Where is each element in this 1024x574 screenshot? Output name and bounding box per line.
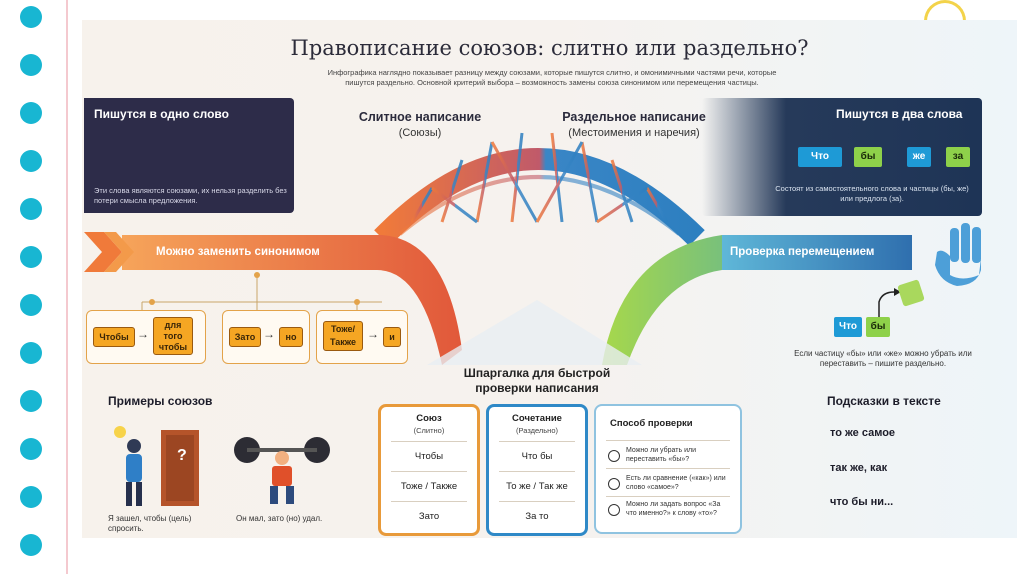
hint-item: то же самое <box>830 427 896 439</box>
synonym-from: Тоже/ Также <box>323 321 363 351</box>
panel-two-words-description: Состоят из самостоятельного слова и част… <box>775 184 969 203</box>
word-tile: бы <box>854 147 882 167</box>
svg-text:?: ? <box>177 447 187 464</box>
bridge-arch <box>374 148 705 246</box>
infographic: ? Правописание союзов: слитно или раздел… <box>82 20 1017 538</box>
left-column-subtitle: (Союзы) <box>398 127 442 139</box>
right-column-subtitle: (Местоимения и наречия) <box>568 127 700 139</box>
panel-one-word-description: Эти слова являются союзами, их нельзя ра… <box>94 186 287 205</box>
ribbon-movement-label: Проверка перемещением <box>730 246 875 258</box>
example-one: Я зашел, чтобы (цель) спросить. <box>108 514 192 533</box>
panel-two-words: Пишутся в два слова Что бы же за Состоят… <box>702 98 982 216</box>
word-tile: Что <box>798 147 842 167</box>
synonym-box: Зато → но <box>222 310 310 364</box>
cheat-cell: За то <box>525 511 549 522</box>
cheat-column-joined: Союз (Слитно) Чтобы Тоже / Также Зато <box>378 404 480 536</box>
cheat-cell: То же / Так же <box>506 481 568 492</box>
cheat-cell: Тоже / Также <box>400 481 458 492</box>
synonym-box: Тоже/ Также → и <box>316 310 408 364</box>
arrow-right-icon: → <box>137 327 149 341</box>
movement-word: Что <box>834 317 862 337</box>
panel-one-word-heading: Пишутся в одно слово <box>94 107 229 121</box>
hints-heading: Подсказки в тексте <box>827 394 941 408</box>
cheat-column-method: Способ проверки Можно ли убрать или пере… <box>594 404 742 534</box>
binder-dots <box>20 6 44 566</box>
person-door-illustration: ? <box>114 426 199 506</box>
arrow-right-icon: → <box>367 327 379 341</box>
bridge-graphic: ? <box>84 130 981 506</box>
arrow-right-icon: → <box>263 327 275 341</box>
check-method: Можно ли убрать или переставить «бы»? <box>626 447 696 463</box>
left-ribbon <box>122 235 462 365</box>
word-tile: за <box>946 147 970 167</box>
synonym-box: Чтобы → для того чтобы <box>86 310 206 364</box>
left-column-title: Слитное написание <box>358 110 482 124</box>
margin-line <box>66 0 68 574</box>
check-icon <box>608 478 620 490</box>
check-icon <box>608 450 620 462</box>
hint-item: так же, как <box>830 462 888 474</box>
check-icon <box>608 504 620 516</box>
page-title: Правописание союзов: слитно или раздельн… <box>290 36 809 60</box>
word-tile: же <box>907 147 931 167</box>
right-column-title: Раздельное написание <box>562 110 706 124</box>
cheat-cell: Зато <box>418 511 440 522</box>
movement-caption: Если частицу «бы» или «же» можно убрать … <box>794 349 972 368</box>
synonym-from: Чтобы <box>93 327 135 347</box>
cheat-column-separate: Сочетание (Раздельно) Что бы То же / Так… <box>486 404 588 536</box>
synonym-to: но <box>279 327 303 347</box>
synonym-to: и <box>383 327 401 347</box>
cheat-sheet-title: Шпаргалка для быстрой проверки написания <box>463 366 611 395</box>
synonym-to: для того чтобы <box>153 317 193 355</box>
weightlifter-illustration <box>234 437 330 504</box>
page-subtitle: Инфографика наглядно показывает разницу … <box>327 68 777 87</box>
synonym-from: Зато <box>229 327 261 347</box>
check-method: Есть ли сравнение («как») или слово «сам… <box>626 475 726 491</box>
ribbon-synonym-label: Можно заменить синонимом <box>156 246 320 258</box>
hint-item: что бы ни... <box>830 496 894 508</box>
movement-particle: бы <box>866 317 890 337</box>
check-method: Можно ли задать вопрос «За что именно?» … <box>626 501 721 517</box>
panel-one-word: Пишутся в одно слово Эти слова являются … <box>84 98 294 213</box>
examples-heading: Примеры союзов <box>108 394 213 408</box>
example-two: Он мал, зато (но) удал. <box>236 514 323 523</box>
cheat-cell: Чтобы <box>414 451 444 462</box>
cheat-cell: Что бы <box>521 451 553 462</box>
hand-icon <box>935 223 981 286</box>
panel-two-words-heading: Пишутся в два слова <box>836 107 963 121</box>
